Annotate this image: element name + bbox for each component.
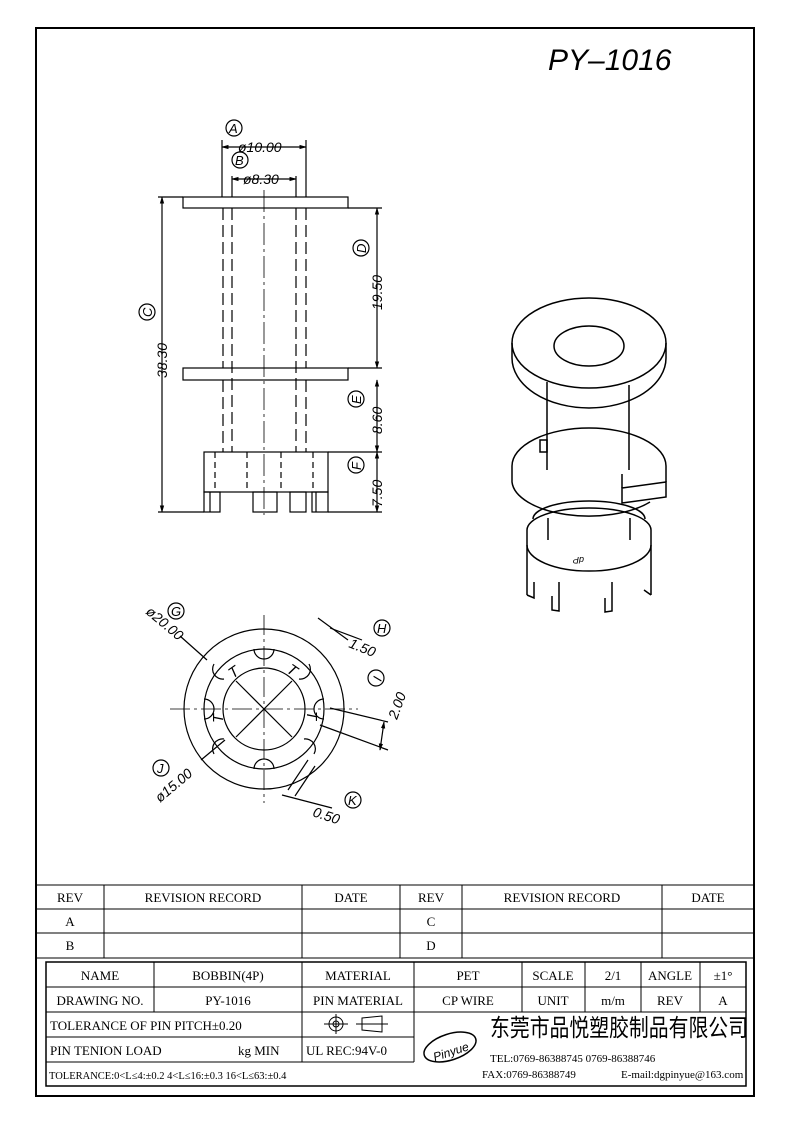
rev-value: A <box>718 993 728 1008</box>
dim-i-value: 2.00 <box>384 690 409 722</box>
dim-f-letter: F <box>349 461 364 470</box>
drawing-no-value: PY-1016 <box>205 993 251 1008</box>
rev-cell: D <box>426 938 435 953</box>
isometric-view: dP <box>511 297 667 613</box>
leg <box>203 491 221 513</box>
pin-tension-label: PIN TENION LOAD <box>50 1043 162 1058</box>
tolerance-ranges: TOLERANCE:0<L≤4:±0.2 4<L≤16:±0.3 16<L≤63… <box>49 1071 287 1082</box>
dim-d-letter: D <box>354 244 369 253</box>
dim-g-letter: G <box>171 604 181 619</box>
rev-label: REV <box>657 993 684 1008</box>
middle-flange <box>182 367 349 381</box>
unit-label: UNIT <box>537 993 568 1008</box>
unit-value: m/m <box>601 993 625 1008</box>
material-value: PET <box>456 968 479 983</box>
dim-k-letter: K <box>348 793 358 808</box>
dim-e-value: 8.60 <box>369 407 385 434</box>
tolerance-pitch: TOLERANCE OF PIN PITCH±0.20 <box>50 1018 242 1033</box>
dim-h-letter: H <box>377 621 387 636</box>
leg <box>289 491 307 513</box>
pin-mark: T <box>225 662 244 682</box>
bottom-view: T T T T ø20.00 G ø15.00 J 1.50 H 2.00 I … <box>143 602 409 828</box>
pin-tension-value: kg MIN <box>238 1043 280 1058</box>
angle-label: ANGLE <box>648 968 692 983</box>
dim-i-letter: I <box>370 674 385 683</box>
iso-pin-mark: dP <box>573 555 584 565</box>
company-tel: TEL:0769-86388745 0769-86388746 <box>490 1053 656 1065</box>
revision-table: REV REVISION RECORD DATE REV REVISION RE… <box>36 884 754 959</box>
top-flange <box>182 196 349 209</box>
part-number: PY–1016 <box>548 44 672 77</box>
dim-h-value: 1.50 <box>347 635 378 660</box>
company-logo: Pinyue <box>423 1031 477 1064</box>
rev-cell: C <box>427 914 436 929</box>
rev-header: REV <box>418 890 445 905</box>
company-fax: FAX:0769-86388749 <box>482 1069 576 1081</box>
dim-j-letter: J <box>156 761 164 776</box>
pin-mark: T <box>303 711 320 722</box>
leg <box>311 491 329 513</box>
rev-cell: A <box>65 914 75 929</box>
pin-material-value: CP WIRE <box>442 993 494 1008</box>
name-label: NAME <box>81 968 119 983</box>
ul-rec: UL REC:94V-0 <box>306 1043 387 1058</box>
leg <box>252 491 278 513</box>
front-view: A ø10.00 B ø8.30 C 38.30 D 19.50 E 8.60 … <box>138 119 385 515</box>
dim-b-letter: B <box>235 153 244 168</box>
name-value: BOBBIN(4P) <box>192 968 264 983</box>
rev-header: REV <box>57 890 84 905</box>
drawing-no-label: DRAWING NO. <box>56 993 143 1008</box>
date-header: DATE <box>691 890 724 905</box>
pin-mark: T <box>283 661 302 681</box>
revision-record-header: REVISION RECORD <box>145 890 262 905</box>
company-email: E-mail:dgpinyue@163.com <box>621 1069 744 1081</box>
dim-k-value: 0.50 <box>311 804 342 828</box>
dim-f-value: 7.50 <box>369 480 385 507</box>
pin-mark: T <box>210 712 227 723</box>
revision-record-header: REVISION RECORD <box>504 890 621 905</box>
dim-a-value: ø10.00 <box>238 139 282 155</box>
scale-label: SCALE <box>532 968 573 983</box>
rev-cell: B <box>66 938 75 953</box>
title-block: NAME BOBBIN(4P) MATERIAL PET SCALE 2/1 A… <box>45 961 748 1087</box>
angle-value: ±1° <box>714 968 733 983</box>
dim-d-value: 19.50 <box>369 275 385 310</box>
dim-c-value: 38.30 <box>154 343 170 378</box>
scale-value: 2/1 <box>605 968 622 983</box>
dim-b-value: ø8.30 <box>243 171 279 187</box>
dim-c-letter: C <box>140 307 155 317</box>
date-header: DATE <box>334 890 367 905</box>
projection-symbol-icon <box>324 1014 388 1034</box>
dim-e-letter: E <box>349 395 364 404</box>
base-block <box>203 451 329 493</box>
sheet-border <box>35 27 755 1097</box>
pin-material-label: PIN MATERIAL <box>313 993 403 1008</box>
company-name: 东莞市品悦塑胶制品有限公司 <box>490 1014 748 1042</box>
material-label: MATERIAL <box>325 968 391 983</box>
dim-a-letter: A <box>228 121 238 136</box>
